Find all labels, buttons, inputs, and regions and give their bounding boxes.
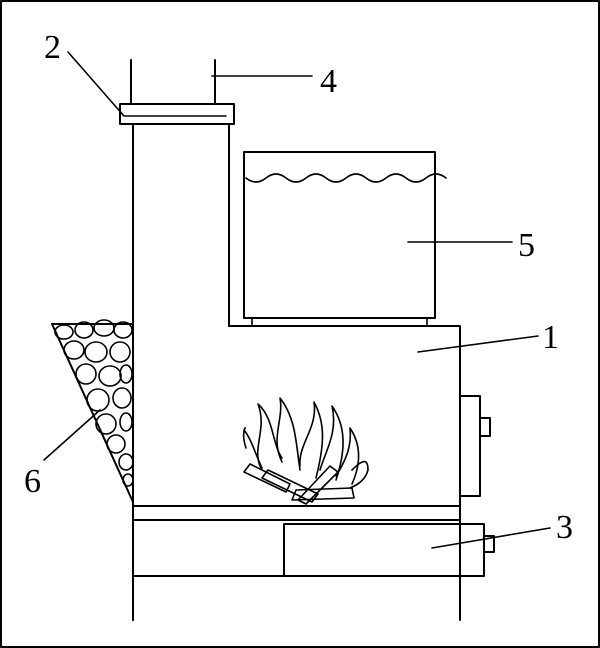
firewood [243,463,355,505]
leader-6 [43,409,101,461]
leader-2 [67,51,125,117]
leader-3 [431,527,551,549]
water-surface [245,173,447,183]
label-6: 6 [24,463,41,500]
fire-flames [242,397,369,489]
pebble-heap [51,319,134,503]
leader-lines [43,51,551,549]
label-2: 2 [44,29,61,66]
label-3: 3 [556,509,573,546]
side-door [459,395,491,497]
ash-drawer [283,523,495,577]
chimney [119,59,235,125]
water-tank [243,151,447,327]
stove-body [132,123,461,621]
chimney-collar [119,103,235,125]
leader-1 [417,335,539,353]
label-1: 1 [542,319,559,356]
label-4: 4 [320,63,337,100]
label-5: 5 [518,227,535,264]
